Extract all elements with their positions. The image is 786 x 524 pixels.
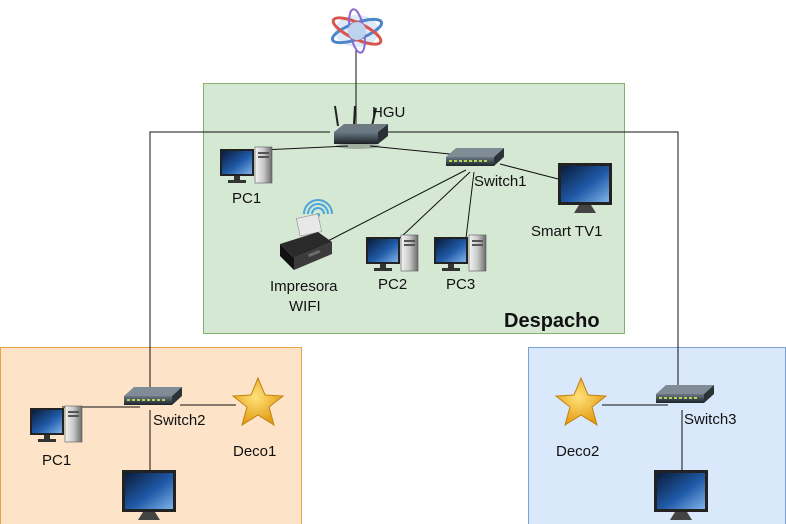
wire-hgu-switch3: [385, 131, 679, 390]
pc2-label: PC2: [378, 276, 407, 293]
wire-hgu-switch2: [149, 131, 330, 392]
switch3-label: Switch3: [684, 411, 737, 428]
wire-switch1-pc3: [465, 171, 475, 239]
zone-despacho-label: Despacho: [504, 310, 600, 332]
wire-switch1-printer: [321, 169, 467, 245]
wire-switch1-pc2: [399, 171, 471, 239]
smart-tv1-label: Smart TV1: [531, 223, 602, 240]
wifi-printer-icon[interactable]: [280, 199, 333, 270]
switch1-icon[interactable]: [446, 148, 504, 166]
hgu-router-icon[interactable]: [334, 105, 388, 149]
zone-despacho: [203, 83, 625, 334]
switch3-icon[interactable]: [656, 385, 714, 403]
pc1-office-label: PC1: [232, 190, 261, 207]
switch2-icon[interactable]: [124, 387, 182, 405]
hgu-label: HGU: [372, 104, 405, 121]
printer-label-line2: WIFI: [289, 298, 321, 315]
deco1-label: Deco1: [233, 443, 276, 460]
internet-globe-icon[interactable]: [330, 8, 384, 54]
printer-label-line1: Impresora: [270, 278, 338, 295]
switch1-label: Switch1: [474, 173, 527, 190]
deco2-label: Deco2: [556, 443, 599, 460]
pc3-label: PC3: [446, 276, 475, 293]
wire-switch1-tv: [499, 163, 567, 182]
wire-hgu-pc1: [261, 145, 349, 151]
pc1-left-label: PC1: [42, 452, 71, 469]
switch2-label: Switch2: [153, 412, 206, 429]
